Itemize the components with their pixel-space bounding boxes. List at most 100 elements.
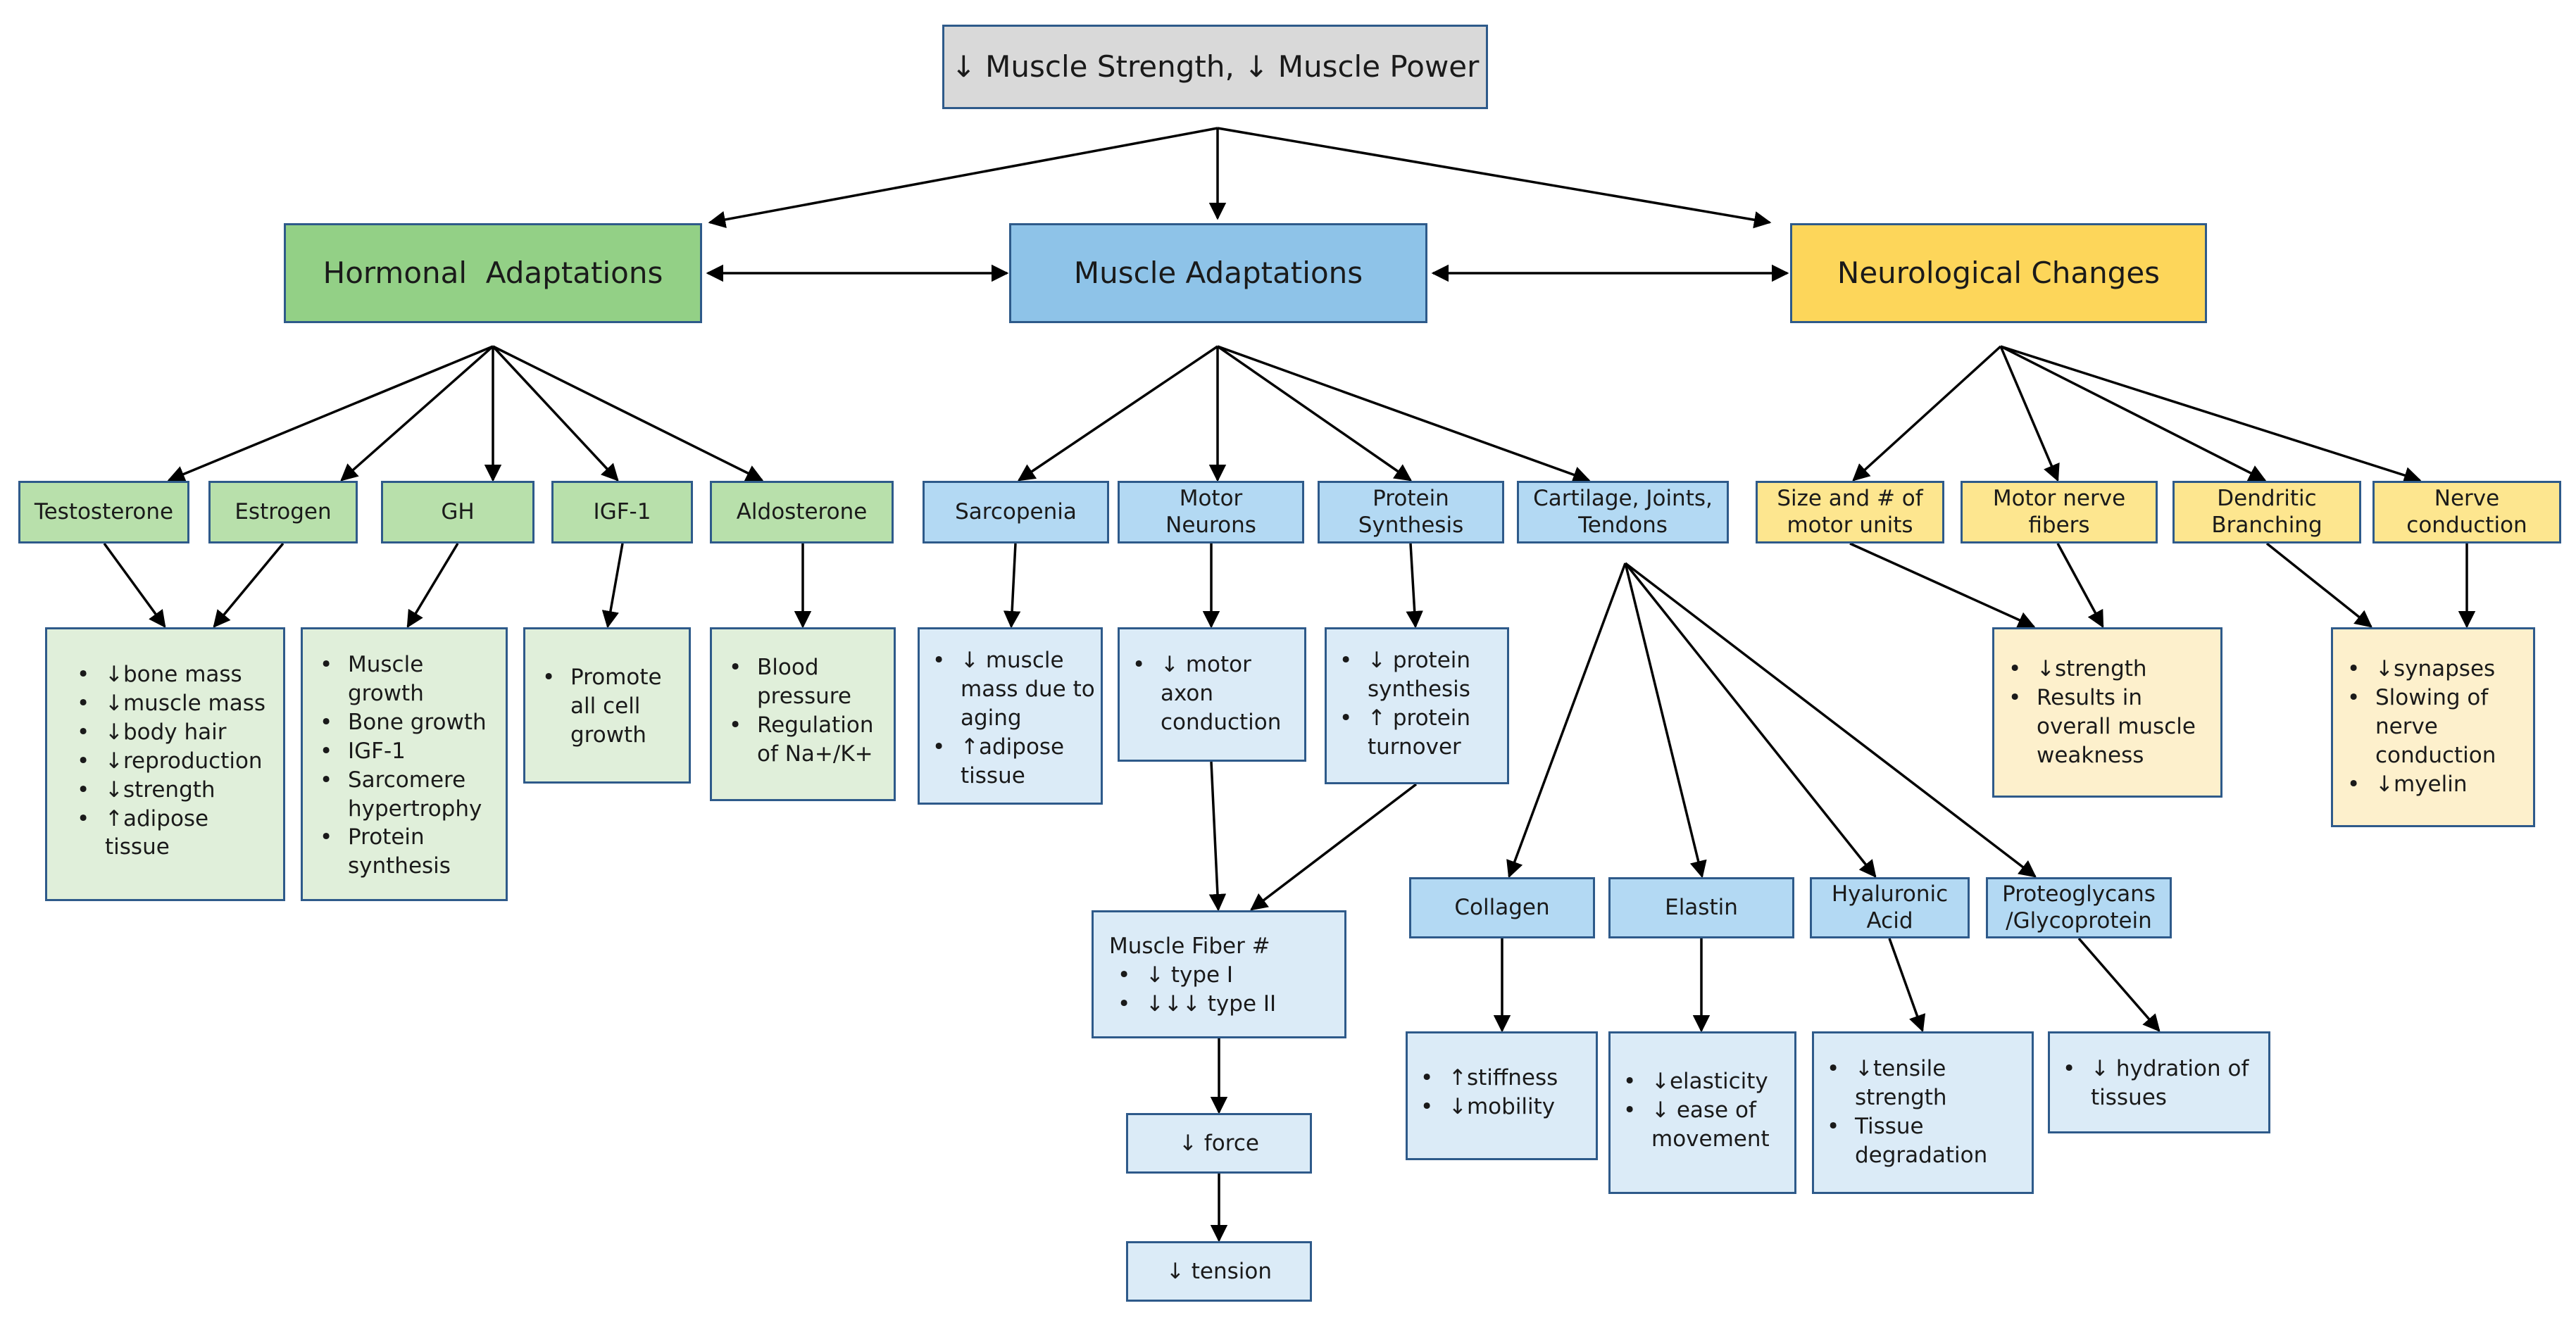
hyaluronic-acid-label: Hyaluronic Acid	[1831, 881, 1949, 934]
sarcopenia-node: Sarcopenia	[923, 481, 1109, 543]
connector-arrow	[1506, 562, 1627, 879]
protein-synthesis-node: Protein Synthesis	[1318, 481, 1504, 543]
fiber-item: ↓↓↓ type II	[1109, 990, 1339, 1019]
connector-arrow	[2000, 345, 2422, 484]
effect-item: Muscle growth	[311, 650, 500, 708]
neurological-changes-node: Neurological Changes	[1790, 223, 2207, 323]
effect-item: ↓strength	[2000, 655, 2216, 684]
effect-item: ↓myelin	[2339, 770, 2529, 799]
connector-arrow	[2000, 345, 2267, 482]
effect-item: ↓ muscle mass due to aging	[924, 646, 1096, 733]
dendritic-branching-label: Dendritic Branching	[2211, 486, 2322, 538]
testosterone-node: Testosterone	[18, 481, 189, 543]
tension-label: ↓ tension	[1165, 1259, 1273, 1284]
effect-item: Regulation of Na+/K+	[720, 711, 888, 769]
connector-arrow	[1624, 562, 1877, 878]
effect-item: IGF-1	[311, 737, 500, 766]
connector-arrow	[1999, 346, 2060, 482]
elastin-node: Elastin	[1608, 877, 1794, 938]
connector-arrow	[1250, 783, 1418, 911]
sarcopenia-effects-box: ↓ muscle mass due to aging ↑adipose tiss…	[918, 627, 1103, 805]
effect-item: ↓mobility	[1412, 1093, 1592, 1121]
connector-arrow	[601, 543, 624, 629]
effect-item: ↓body hair	[68, 718, 277, 747]
neurological-changes-label: Neurological Changes	[1837, 255, 2161, 290]
fiber-item: ↓ type I	[1109, 961, 1339, 990]
effect-item: ↑ protein turnover	[1331, 704, 1503, 762]
effect-item: Protein synthesis	[311, 823, 500, 881]
motor-units-label: Size and # of motor units	[1777, 486, 1923, 538]
effect-item: Sarcomere hypertrophy	[311, 766, 500, 824]
effect-item: ↓ hydration of tissues	[2054, 1055, 2264, 1112]
effect-item: ↓reproduction	[68, 747, 277, 776]
connector-arrow	[1217, 345, 1413, 482]
connector-arrow	[1406, 543, 1423, 629]
muscle-fiber-title: Muscle Fiber #	[1109, 934, 1270, 959]
collagen-label: Collagen	[1454, 894, 1550, 920]
effect-item: Slowing of nerve conduction	[2339, 684, 2529, 770]
connector-arrow	[213, 542, 285, 628]
gh-node: GH	[381, 481, 534, 543]
muscle-fiber-box: Muscle Fiber # ↓ type I ↓↓↓ type II	[1092, 910, 1346, 1038]
testosterone-label: Testosterone	[34, 498, 174, 524]
connector-arrow	[1003, 543, 1021, 629]
cartilage-joints-tendons-label: Cartilage, Joints, Tendons	[1533, 486, 1713, 538]
hormonal-adaptations-node: Hormonal Adaptations	[284, 223, 702, 323]
connector-arrow	[167, 345, 494, 482]
effect-item: Bone growth	[311, 708, 500, 737]
effect-item: ↓ motor axon conduction	[1124, 650, 1300, 737]
connector-arrow	[1888, 938, 1926, 1033]
effect-item: Results in overall muscle weakness	[2000, 684, 2216, 770]
connector-arrow	[1217, 345, 1591, 484]
force-box: ↓ force	[1126, 1113, 1312, 1174]
effect-item: ↑adipose tissue	[924, 733, 1096, 791]
force-label: ↓ force	[1179, 1131, 1259, 1156]
estrogen-label: Estrogen	[235, 498, 332, 524]
nerve-conduction-node: Nerve conduction	[2372, 481, 2561, 543]
connector-arrow	[1852, 345, 2002, 482]
connector-arrow	[103, 542, 166, 628]
effect-item: ↓elasticity	[1615, 1067, 1790, 1096]
aldosterone-effects-box: Blood pressure Regulation of Na+/K+	[710, 627, 896, 801]
protein-synthesis-effects-box: ↓ protein synthesis ↑ protein turnover	[1325, 627, 1509, 784]
effect-item: Promote all cell growth	[534, 663, 683, 750]
effect-item: ↓ protein synthesis	[1331, 646, 1503, 704]
dendritic-branching-node: Dendritic Branching	[2172, 481, 2361, 543]
motor-neurons-label: Motor Neurons	[1165, 486, 1256, 538]
connector-arrow	[2077, 937, 2161, 1032]
effect-item: ↑stiffness	[1412, 1064, 1592, 1093]
protein-synthesis-label: Protein Synthesis	[1358, 486, 1464, 538]
aldosterone-label: Aldosterone	[736, 498, 868, 524]
motor-neuron-effects-box: ↓ motor axon conduction	[1118, 627, 1306, 762]
connector-arrow	[1217, 127, 1772, 229]
elastin-effects-box: ↓elasticity ↓ ease of movement	[1608, 1031, 1796, 1194]
motor-nerve-fibers-label: Motor nerve fibers	[1992, 486, 2126, 538]
connector-arrow	[1208, 761, 1227, 912]
muscle-adaptations-label: Muscle Adaptations	[1073, 255, 1363, 290]
collagen-effects-box: ↑stiffness ↓mobility	[1406, 1031, 1598, 1160]
connector-arrow	[340, 345, 494, 482]
top-node-muscle-strength: ↓ Muscle Strength, ↓ Muscle Power	[942, 25, 1488, 109]
gh-effects-box: Muscle growth Bone growth IGF-1 Sarcomer…	[301, 627, 508, 901]
connector-arrow	[406, 543, 459, 629]
sarcopenia-label: Sarcopenia	[955, 498, 1077, 524]
motor-units-node: Size and # of motor units	[1756, 481, 1944, 543]
connector-arrow	[492, 345, 619, 482]
igf1-node: IGF-1	[551, 481, 693, 543]
connector-arrow	[492, 345, 764, 482]
elastin-label: Elastin	[1665, 894, 1738, 920]
muscle-adaptations-node: Muscle Adaptations	[1009, 223, 1427, 323]
effect-item: ↓bone mass	[68, 660, 277, 689]
igf1-label: IGF-1	[593, 498, 651, 524]
connector-arrow	[1624, 562, 2037, 878]
connector-arrow	[708, 127, 1218, 229]
hyaluronic-effects-box: ↓tensile strength Tissue degradation	[1812, 1031, 2034, 1194]
effect-item: ↑adipose tissue	[68, 805, 277, 862]
conduction-effects-box: ↓synapses Slowing of nerve conduction ↓m…	[2331, 627, 2535, 827]
effect-item: ↓tensile strength	[1818, 1055, 2027, 1112]
effect-item: ↓strength	[68, 776, 277, 805]
sex-hormone-effects-box: ↓bone mass ↓muscle mass ↓body hair ↓repr…	[45, 627, 285, 901]
hormonal-adaptations-label: Hormonal Adaptations	[323, 255, 663, 290]
connector-arrow	[2265, 542, 2372, 628]
